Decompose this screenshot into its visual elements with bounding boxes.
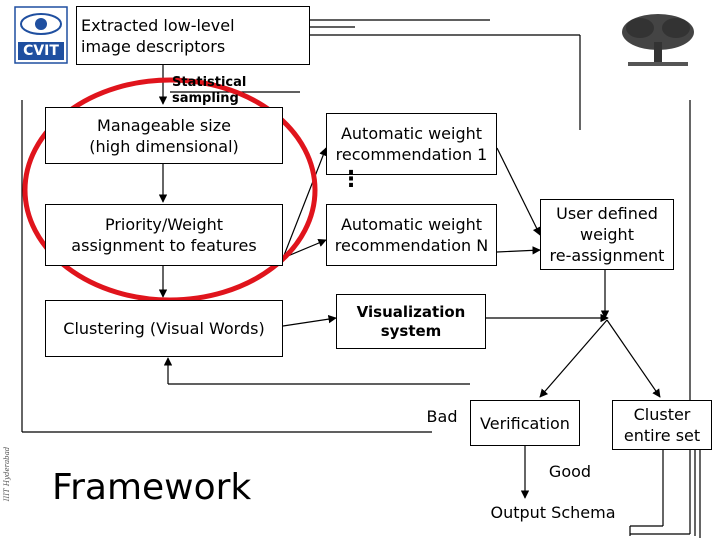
tree-icon bbox=[622, 14, 694, 66]
node-user-defined-weight: User defined weight re-assignment bbox=[540, 199, 674, 270]
sidebar-text: IIIT Hyderabad bbox=[3, 446, 11, 502]
node-clustering: Clustering (Visual Words) bbox=[45, 300, 283, 357]
logo-text: CVIT bbox=[23, 43, 59, 59]
eye-icon bbox=[14, 6, 68, 64]
edge-label-bad: Bad bbox=[426, 407, 458, 426]
slide-title: Framework bbox=[52, 467, 252, 508]
node-extracted-descriptors: Extracted low-level image descriptors bbox=[76, 6, 310, 65]
node-auto-weight-1: Automatic weight recommendation 1 bbox=[326, 113, 497, 175]
node-verification: Verification bbox=[470, 400, 580, 446]
cvit-logo: CVIT bbox=[14, 6, 68, 64]
edge-label-statistical-sampling: Statistical sampling bbox=[172, 75, 247, 106]
edge-label-good: Good bbox=[548, 462, 592, 481]
node-manageable-size: Manageable size (high dimensional) bbox=[45, 107, 283, 164]
tree-logo bbox=[618, 10, 698, 68]
sidebar-label: IIIT Hyderabad bbox=[3, 429, 11, 519]
node-cluster-entire-set: Cluster entire set bbox=[612, 400, 712, 450]
node-output-schema: Output Schema bbox=[490, 502, 616, 522]
node-priority-weight: Priority/Weight assignment to features bbox=[45, 204, 283, 266]
node-auto-weight-n: Automatic weight recommendation N bbox=[326, 204, 497, 266]
ellipsis-dots: ⋮ bbox=[340, 167, 362, 192]
node-visualization-system: Visualization system bbox=[336, 294, 486, 349]
